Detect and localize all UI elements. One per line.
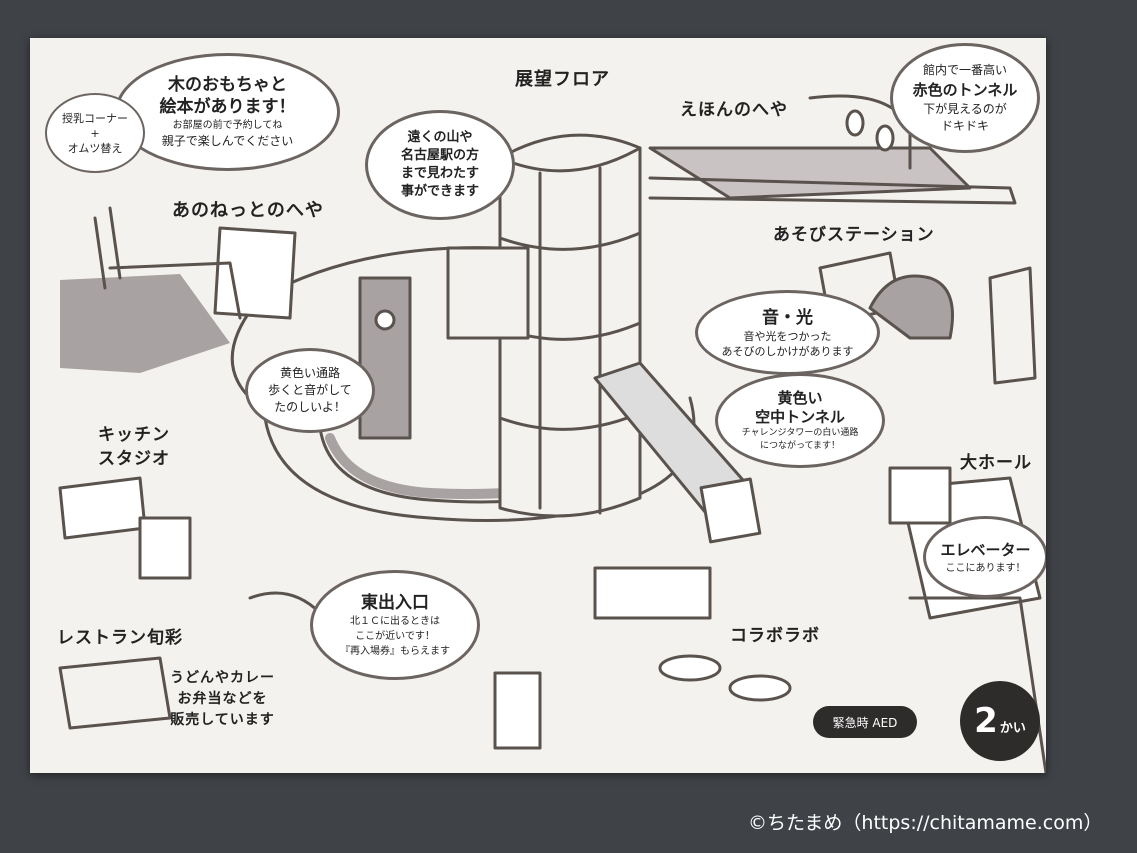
east-entrance-door xyxy=(493,671,542,750)
toys-title: 木のおもちゃと 絵本があります！ xyxy=(159,75,296,117)
yellow-tunnel-sub: チャレンジタワーの白い通路 につながってます！ xyxy=(741,427,859,451)
bubble-sound-light: 音・光 音や光をつかった あそびのしかけがあります xyxy=(695,290,880,375)
label-observation-floor: 展望フロア xyxy=(515,69,610,90)
bubble-elevator: エレベーター ここにあります！ xyxy=(923,516,1046,598)
east-entrance-sub: 北１Ｃに出るときは ここが近いです！ 『再入場券』もらえます xyxy=(340,615,450,657)
label-main-hall: 大ホール xyxy=(960,453,1032,473)
map-illustration xyxy=(58,94,1046,773)
elevator-title: エレベーター xyxy=(940,540,1031,559)
east-entrance-title: 東出入口 xyxy=(361,592,429,613)
label-picture-book-room: えほんのへや xyxy=(680,100,788,120)
floor-map-poster: 展望フロア えほんのへや あのねっとのへや あそびステーション キッチン スタジ… xyxy=(30,38,1046,773)
collabo-counter xyxy=(593,566,712,620)
red-tunnel-area xyxy=(648,146,972,200)
floor-number: 2 xyxy=(974,701,998,741)
label-kitchen-studio: キッチン スタジオ xyxy=(98,425,170,469)
bubble-red-tunnel: 館内で一番高い 赤色のトンネル 下が見えるのが ドキドキ xyxy=(890,43,1040,153)
bubble-view: 遠くの山や 名古屋駅の方 まで見わたす 事ができます xyxy=(365,110,515,220)
toys-sub2: 親子で楽しんでください xyxy=(161,134,294,148)
red-tunnel-title: 赤色のトンネル xyxy=(912,80,1018,99)
sound-title: 音・光 xyxy=(762,307,813,328)
label-play-station: あそびステーション xyxy=(773,225,935,245)
sound-sub: 音や光をつかった あそびのしかけがあります xyxy=(721,329,854,358)
red-tunnel-post: 下が見えるのが ドキドキ xyxy=(923,101,1007,133)
observation-tower xyxy=(498,133,642,518)
restaurant-description: うどんやカレー お弁当などを 販売しています xyxy=(170,670,275,728)
floor-badge: 2 かい xyxy=(960,681,1040,761)
bubble-yellow-path: 黄色い通路 歩くと音がして たのしいよ！ xyxy=(245,348,375,433)
anonetto-floor xyxy=(60,274,230,373)
label-anonetto-room: あのねっとのへや xyxy=(172,200,324,221)
side-pillar xyxy=(358,276,412,440)
nursing-text: 授乳コーナー + オムツ替え xyxy=(62,111,128,155)
toys-sub1: お部屋の前で予約してね xyxy=(172,120,283,131)
bubble-wooden-toys: 木のおもちゃと 絵本があります！ お部屋の前で予約してね 親子で楽しんでください xyxy=(115,53,340,171)
view-text: 遠くの山や 名古屋駅の方 まで見わたす 事ができます xyxy=(400,130,479,199)
label-collabo-lab: コラボラボ xyxy=(730,626,820,646)
floor-kana: かい xyxy=(999,720,1026,736)
red-tunnel-pre: 館内で一番高い xyxy=(922,62,1007,77)
bubble-nursing-corner: 授乳コーナー + オムツ替え xyxy=(45,93,145,173)
yellow-tunnel-title: 黄色い 空中トンネル xyxy=(755,388,845,426)
label-restaurant: レストラン旬彩 xyxy=(57,628,183,648)
bubble-east-entrance: 東出入口 北１Ｃに出るときは ここが近いです！ 『再入場券』もらえます xyxy=(310,570,480,680)
yellow-path-text: 黄色い通路 歩くと音がして たのしいよ！ xyxy=(268,366,352,414)
aed-badge: 緊急時 AED xyxy=(813,706,917,738)
bubble-yellow-sky-tunnel: 黄色い 空中トンネル チャレンジタワーの白い通路 につながってます！ xyxy=(715,373,885,468)
elevator-sub: ここにあります！ xyxy=(945,562,1026,574)
photo-credit: ©ちたまめ（https://chitamame.com） xyxy=(748,812,1103,834)
